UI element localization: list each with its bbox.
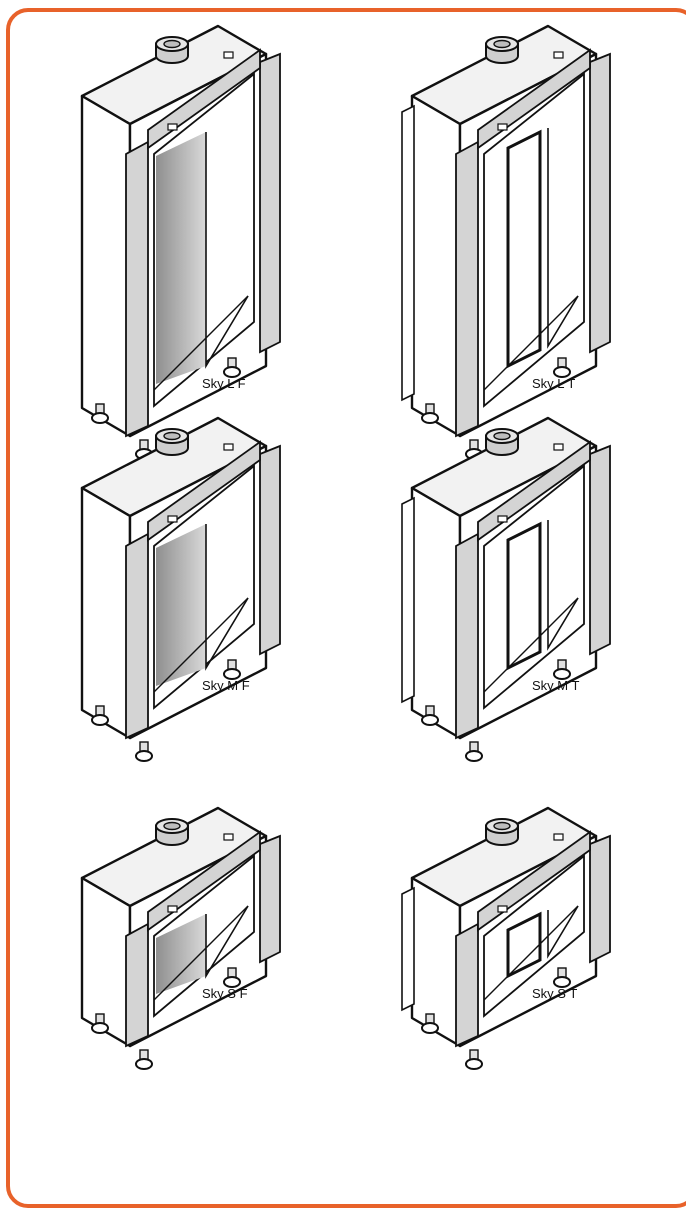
fireplace-sky-s-f: Sky S F — [78, 806, 328, 1208]
hearth-line — [483, 905, 579, 1001]
hearth-line — [153, 597, 249, 693]
fireplace-drawing — [80, 806, 281, 1070]
rail-tab — [223, 51, 234, 59]
rail-tab — [497, 515, 508, 523]
foot-pad — [553, 668, 571, 680]
right-cladding-strip — [259, 52, 281, 354]
flue-opening — [493, 431, 511, 441]
right-cladding-strip — [589, 834, 611, 964]
firebox-edge — [205, 132, 249, 369]
model-label: Sky S T — [532, 986, 578, 1001]
model-label: Sky L T — [532, 376, 576, 391]
outer-side-panel — [401, 886, 415, 1012]
side-panel — [410, 876, 462, 1048]
foot-pad — [421, 1022, 439, 1034]
foot-pad — [465, 1058, 483, 1070]
fireplace-drawing — [401, 806, 611, 1070]
side-panel — [410, 486, 462, 740]
hearth-line — [153, 905, 249, 1001]
fireplace-drawing — [80, 24, 281, 460]
right-cladding-strip — [259, 444, 281, 656]
rail-tab — [553, 443, 564, 451]
side-panel — [80, 876, 132, 1048]
foot-pad — [135, 750, 153, 762]
model-label: Sky M F — [202, 678, 250, 693]
rail-tab — [553, 51, 564, 59]
foot-pad — [223, 366, 241, 378]
fireplace-sky-l-f: Sky L F — [78, 24, 328, 460]
foot-pad — [421, 412, 439, 424]
rail-tab — [167, 123, 178, 131]
side-panel — [80, 486, 132, 740]
foot-pad — [223, 976, 241, 988]
see-through-window — [506, 129, 542, 369]
left-cladding-strip — [125, 532, 149, 740]
fireplace-sky-l-t: Sky L T — [401, 24, 658, 460]
rail-tab — [223, 833, 234, 841]
right-cladding-strip — [259, 834, 281, 964]
firebox-back-wall — [156, 914, 206, 994]
flue-opening — [163, 821, 181, 831]
outer-side-panel — [401, 104, 415, 402]
firebox-edge — [205, 905, 249, 979]
model-label: Sky L F — [202, 376, 246, 391]
see-through-window — [506, 911, 542, 979]
foot-pad — [223, 668, 241, 680]
fireplace-sky-s-t: Sky S T — [401, 806, 658, 1208]
right-cladding-strip — [589, 52, 611, 354]
hearth-line — [483, 597, 579, 693]
flue-opening — [493, 821, 511, 831]
hearth-line — [153, 295, 249, 391]
left-cladding-strip — [455, 140, 479, 438]
rail-tab — [167, 515, 178, 523]
see-through-window — [506, 521, 542, 671]
foot-pad — [553, 366, 571, 378]
side-panel — [80, 94, 132, 438]
fireplace-sky-m-f: Sky M F — [78, 416, 328, 818]
firebox-edge — [205, 524, 249, 671]
foot-pad — [135, 1058, 153, 1070]
foot-pad — [91, 714, 109, 726]
firebox-back-wall — [156, 132, 206, 384]
rail-tab — [497, 123, 508, 131]
hearth-line — [483, 295, 579, 391]
flue-opening — [163, 431, 181, 441]
model-label: Sky M T — [532, 678, 580, 693]
model-label: Sky S F — [202, 986, 248, 1001]
fireplace-drawing — [401, 416, 611, 762]
foot-pad — [465, 750, 483, 762]
firebox-edge — [547, 520, 579, 651]
rail-tab — [497, 905, 508, 913]
foot-pad — [421, 714, 439, 726]
fireplace-drawing — [80, 416, 281, 762]
left-cladding-strip — [125, 140, 149, 438]
left-cladding-strip — [455, 922, 479, 1048]
fireplace-drawing — [401, 24, 611, 460]
rail-tab — [553, 833, 564, 841]
left-cladding-strip — [455, 532, 479, 740]
side-panel — [410, 94, 462, 438]
fireplace-sky-m-t: Sky M T — [401, 416, 658, 818]
flue-opening — [493, 39, 511, 49]
rail-tab — [167, 905, 178, 913]
outer-side-panel — [401, 496, 415, 704]
flue-opening — [163, 39, 181, 49]
right-cladding-strip — [589, 444, 611, 656]
rail-tab — [223, 443, 234, 451]
foot-pad — [91, 412, 109, 424]
firebox-edge — [547, 128, 579, 349]
firebox-edge — [547, 905, 579, 959]
left-cladding-strip — [125, 922, 149, 1048]
firebox-back-wall — [156, 524, 206, 686]
foot-pad — [553, 976, 571, 988]
foot-pad — [91, 1022, 109, 1034]
